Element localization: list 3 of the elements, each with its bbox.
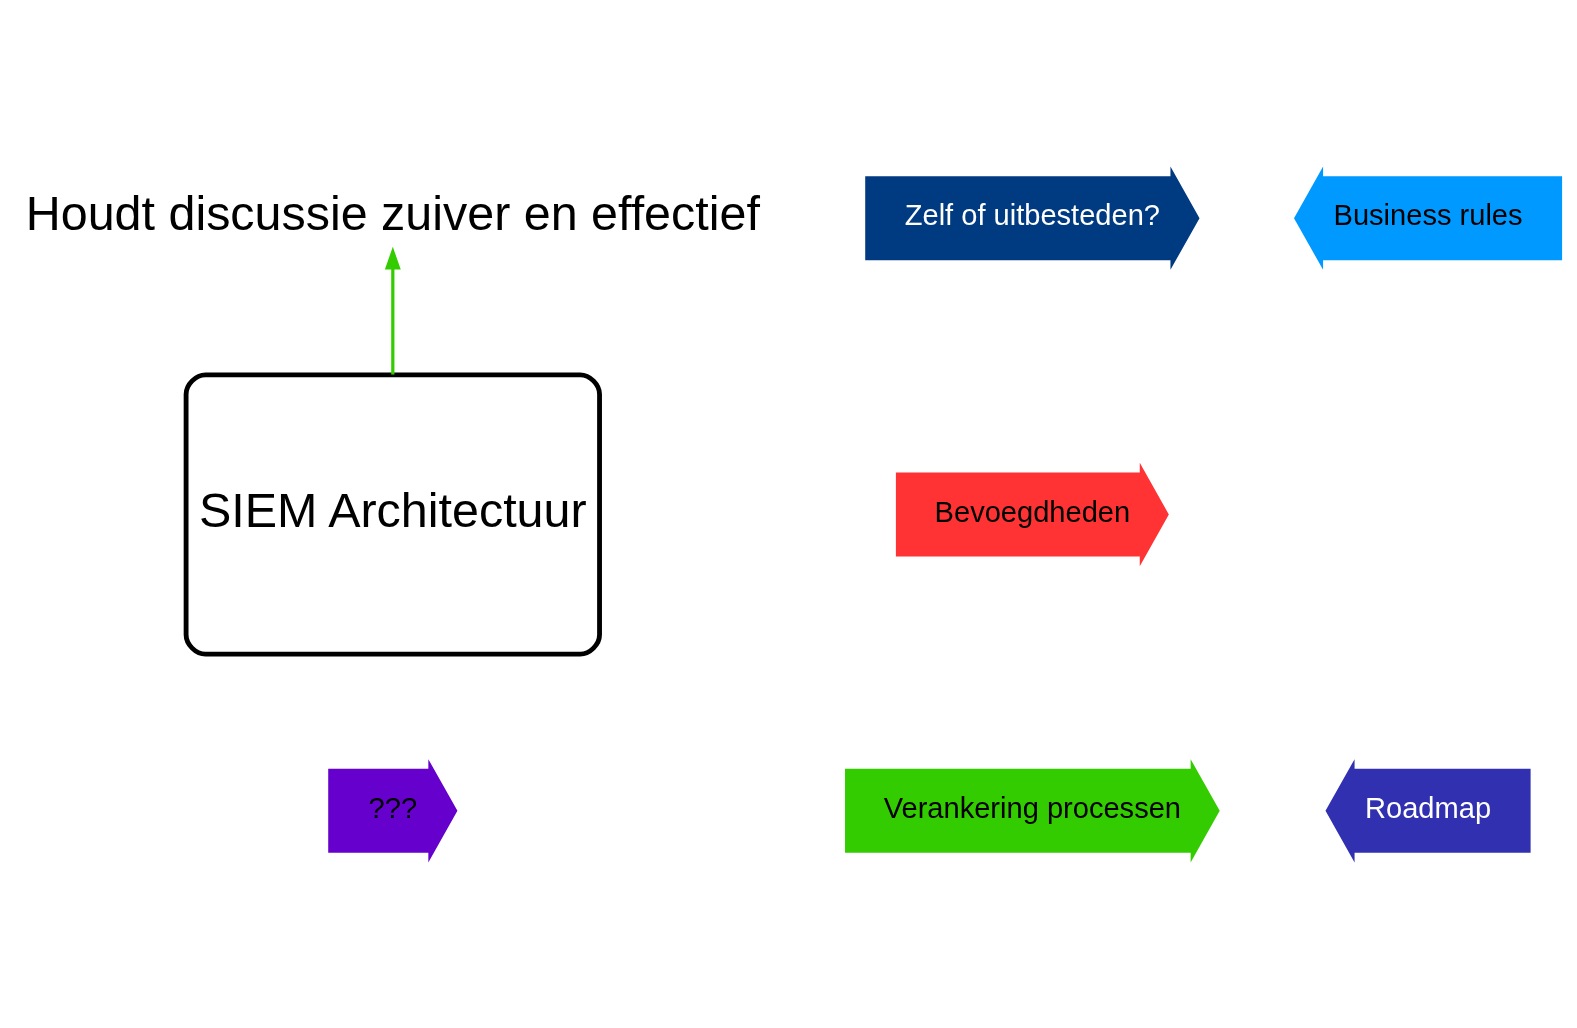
node-box: SIEM Architectuur xyxy=(183,371,602,657)
node-text: Houdt discussie zuiver en effectief xyxy=(25,185,760,240)
arrow xyxy=(384,246,401,375)
